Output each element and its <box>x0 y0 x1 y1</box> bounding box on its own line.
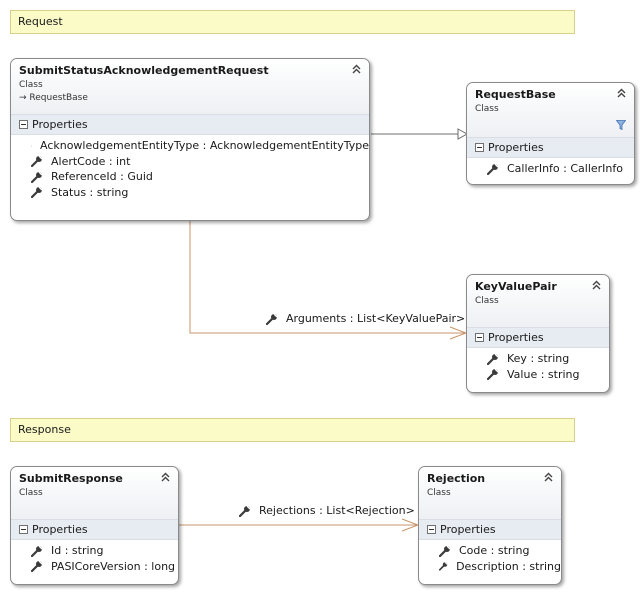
collapse-minus-icon[interactable] <box>475 143 484 152</box>
class-kind: Class <box>475 104 499 114</box>
property-text: PASICoreVersion : long <box>51 559 176 573</box>
properties-compartment-header[interactable]: Properties <box>11 114 369 135</box>
wrench-icon <box>31 171 43 183</box>
properties-label: Properties <box>488 141 544 154</box>
double-chevron-up-icon[interactable] <box>161 472 170 485</box>
class-name: SubmitStatusAcknowledgementRequest <box>19 64 269 77</box>
property-text: Id : string <box>51 544 104 558</box>
collapse-minus-icon[interactable] <box>475 333 484 342</box>
class-header: KeyValuePair Class <box>467 275 609 327</box>
class-name: Rejection <box>427 472 486 485</box>
property-text: AcknowledgementEntityType : Acknowledgem… <box>39 139 369 153</box>
base-class-ref: → RequestBase <box>19 93 361 103</box>
class-kind: Class <box>427 488 451 498</box>
base-class-name: RequestBase <box>29 93 88 103</box>
request-section-header: Request <box>10 10 575 34</box>
wrench-icon <box>31 145 32 147</box>
class-kind: Class <box>475 296 499 306</box>
properties-compartment-header[interactable]: Properties <box>467 137 634 158</box>
property-text: AlertCode : int <box>51 154 131 168</box>
class-rejection[interactable]: Rejection Class Properties Code : string… <box>418 466 562 585</box>
properties-list: CallerInfo : CallerInfo <box>467 158 634 181</box>
class-key-value-pair[interactable]: KeyValuePair Class Properties Key : stri… <box>466 274 610 393</box>
arguments-association-label[interactable]: Arguments : List<KeyValuePair> <box>266 312 465 325</box>
properties-label: Properties <box>488 331 544 344</box>
properties-compartment-header[interactable]: Properties <box>467 327 609 348</box>
wrench-icon <box>266 313 278 325</box>
wrench-icon <box>487 353 499 365</box>
inheritance-arrow-icon: → <box>19 93 27 103</box>
property-text: CallerInfo : CallerInfo <box>507 162 623 176</box>
rejections-association-label[interactable]: Rejections : List<Rejection> <box>239 504 415 517</box>
properties-compartment-header[interactable]: Properties <box>11 519 178 540</box>
class-name: KeyValuePair <box>475 280 557 293</box>
property-row[interactable]: Value : string <box>467 367 609 383</box>
property-text: Value : string <box>507 367 580 381</box>
double-chevron-up-icon[interactable] <box>592 280 601 293</box>
property-row[interactable]: Description : string <box>419 559 561 575</box>
property-row[interactable]: CallerInfo : CallerInfo <box>467 161 634 177</box>
inheritance-arrowhead <box>457 128 469 140</box>
wrench-icon <box>439 562 448 571</box>
arguments-association-line <box>189 221 466 334</box>
wrench-icon <box>31 545 43 557</box>
class-submit-response[interactable]: SubmitResponse Class Properties Id : str… <box>10 466 179 585</box>
property-text: Description : string <box>456 559 561 573</box>
wrench-icon <box>487 163 499 175</box>
properties-list: Id : string PASICoreVersion : long <box>11 540 178 578</box>
class-header: Rejection Class <box>419 467 561 519</box>
property-row[interactable]: AlertCode : int <box>11 154 369 170</box>
double-chevron-up-icon[interactable] <box>352 64 361 77</box>
properties-label: Properties <box>440 523 496 536</box>
collapse-minus-icon[interactable] <box>19 525 28 534</box>
properties-list: Key : string Value : string <box>467 348 609 386</box>
request-section-title: Request <box>18 15 63 28</box>
properties-label: Properties <box>32 118 88 131</box>
collapse-minus-icon[interactable] <box>19 120 28 129</box>
property-row[interactable]: PASICoreVersion : long <box>11 559 178 575</box>
property-row[interactable]: Id : string <box>11 543 178 559</box>
property-text: Status : string <box>51 185 129 199</box>
double-chevron-up-icon[interactable] <box>617 88 626 101</box>
association-text: Arguments : List<KeyValuePair> <box>286 312 466 325</box>
wrench-icon <box>31 186 43 199</box>
double-chevron-up-icon[interactable] <box>544 472 553 485</box>
property-text: ReferenceId : Guid <box>51 170 153 184</box>
wrench-icon <box>31 155 43 168</box>
response-section-header: Response <box>10 418 575 442</box>
class-kind: Class <box>19 80 43 90</box>
wrench-icon <box>239 505 251 517</box>
class-submit-status-acknowledgement-request[interactable]: SubmitStatusAcknowledgementRequest Class… <box>10 58 370 221</box>
property-row[interactable]: Code : string <box>419 543 561 559</box>
property-text: Key : string <box>507 352 570 366</box>
class-header: RequestBase Class <box>467 83 634 137</box>
property-row[interactable]: Key : string <box>467 351 609 367</box>
property-row[interactable]: AcknowledgementEntityType : Acknowledgem… <box>11 138 369 154</box>
wrench-icon <box>487 368 499 381</box>
class-request-base[interactable]: RequestBase Class Properties CallerInfo … <box>466 82 635 185</box>
property-text: Code : string <box>459 544 530 558</box>
response-section-title: Response <box>18 423 71 436</box>
class-kind: Class <box>19 488 43 498</box>
property-row[interactable]: ReferenceId : Guid <box>11 169 369 185</box>
class-header: SubmitStatusAcknowledgementRequest Class… <box>11 59 369 114</box>
properties-compartment-header[interactable]: Properties <box>419 519 561 540</box>
property-row[interactable]: Status : string <box>11 185 369 201</box>
class-name: SubmitResponse <box>19 472 123 485</box>
class-name: RequestBase <box>475 88 556 101</box>
properties-list: Code : string Description : string <box>419 540 561 578</box>
collapse-minus-icon[interactable] <box>427 525 436 534</box>
association-text: Rejections : List<Rejection> <box>259 504 415 517</box>
properties-list: AcknowledgementEntityType : Acknowledgem… <box>11 135 369 204</box>
properties-label: Properties <box>32 523 88 536</box>
filter-icon[interactable] <box>615 120 627 133</box>
wrench-icon <box>31 560 43 573</box>
class-header: SubmitResponse Class <box>11 467 178 519</box>
wrench-icon <box>439 545 451 557</box>
